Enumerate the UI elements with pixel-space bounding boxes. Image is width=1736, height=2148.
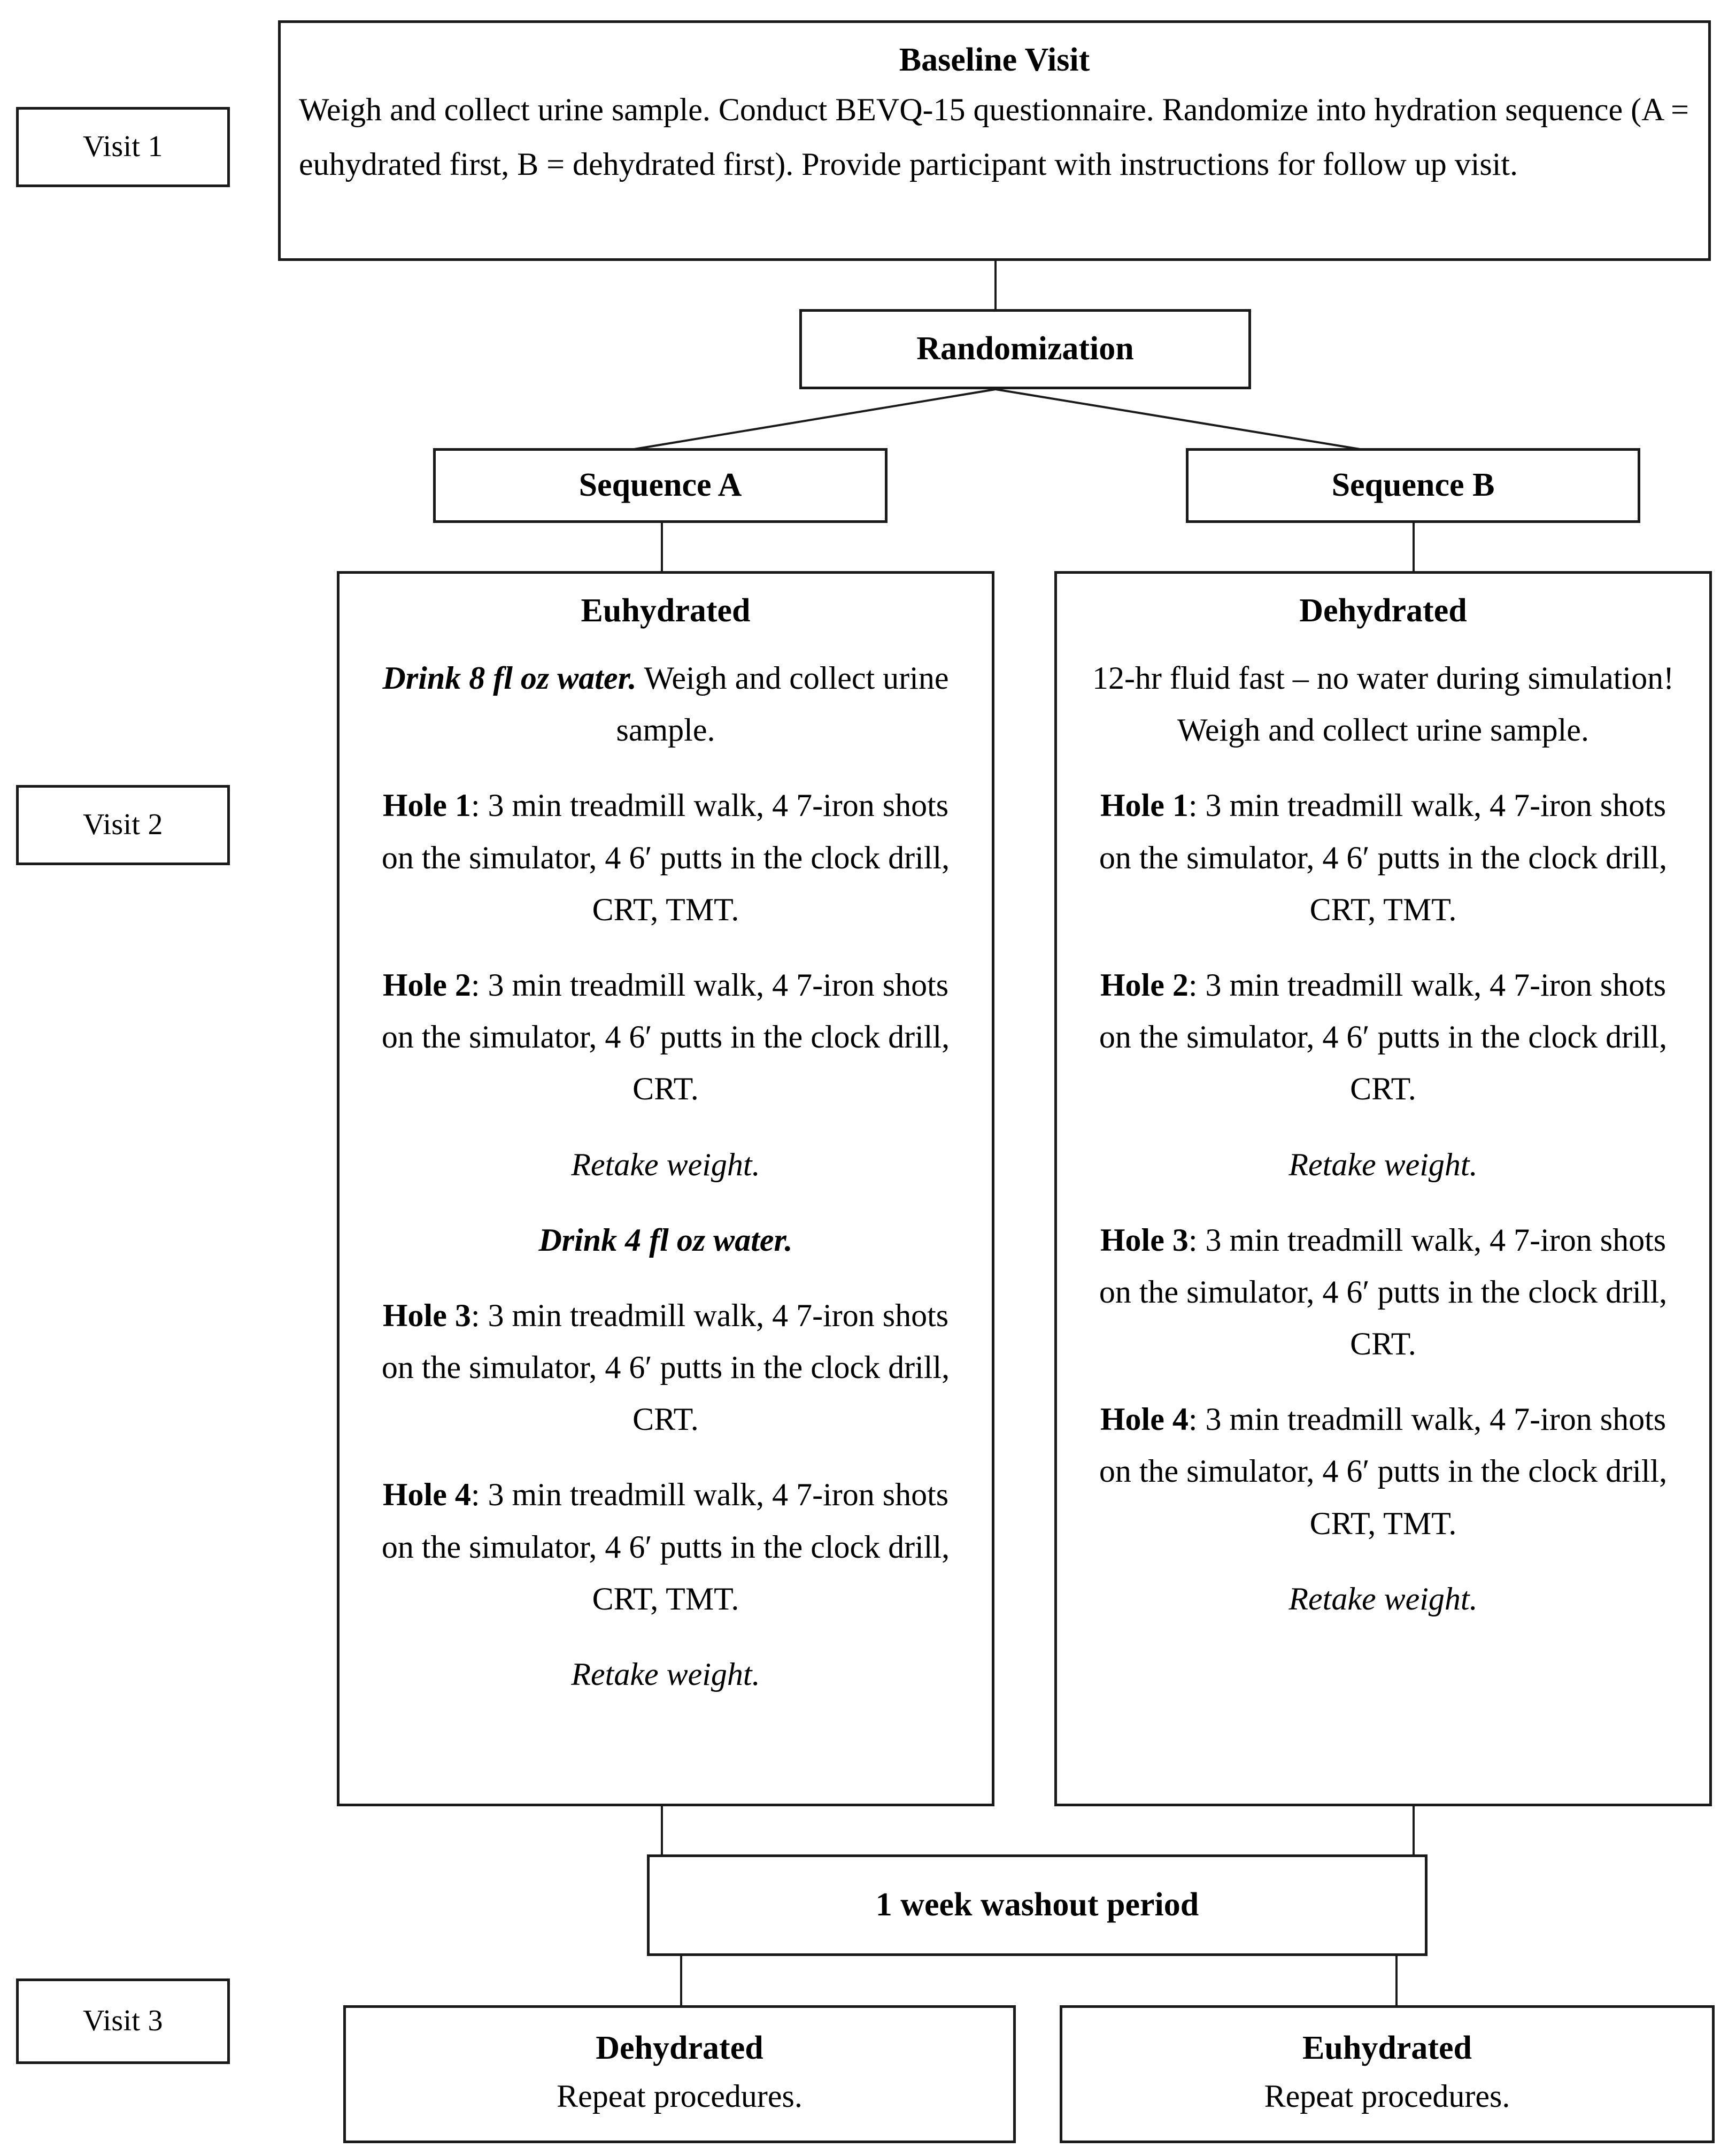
euhydrated-hole-3-label: Hole 3 [382,1297,471,1333]
euhydrated-drink-4oz: Drink 4 fl oz water. [538,1222,793,1258]
dehydrated-hole-4-label: Hole 4 [1100,1402,1189,1437]
dehydrated-hole-2: Hole 2: 3 min treadmill walk, 4 7-iron s… [1062,959,1704,1115]
euhydrated-hole-1-text: : 3 min treadmill walk, 4 7-iron shots o… [381,788,950,927]
dehydrated-hole-3: Hole 3: 3 min treadmill walk, 4 7-iron s… [1062,1214,1704,1371]
euhydrated-hole-2: Hole 2: 3 min treadmill walk, 4 7-iron s… [345,959,986,1115]
euhydrated-drink-8oz-rest: Weigh and collect urine sample. [616,660,949,748]
euhydrated-hole-4-text: : 3 min treadmill walk, 4 7-iron shots o… [381,1477,950,1616]
euhydrated-hole-4-label: Hole 4 [382,1477,471,1513]
sequence-a-label: Sequence A [578,467,742,504]
visit3-euhydrated-title: Euhydrated [1302,2029,1472,2066]
euhydrated-drink-8oz-emphasis: Drink 8 fl oz water. [382,660,637,696]
dehydrated-hole-4: Hole 4: 3 min treadmill walk, 4 7-iron s… [1062,1393,1704,1550]
washout-period-label: 1 week washout period [875,1887,1199,1923]
connector-sequence-a-to-euhydrated [661,523,663,571]
visit-2-label: Visit 2 [83,808,163,842]
sequence-b-box: Sequence B [1186,448,1640,523]
visit3-dehydrated-body: Repeat procedures. [557,2078,803,2114]
euhydrated-title: Euhydrated [581,592,751,629]
baseline-visit-title: Baseline Visit [899,42,1090,78]
visit-2-label-box: Visit 2 [16,785,230,865]
sequence-b-label: Sequence B [1331,467,1495,504]
connector-randomization-split [621,388,1374,452]
washout-period-box: 1 week washout period [647,1854,1428,1956]
euhydrated-hole-3-text: : 3 min treadmill walk, 4 7-iron shots o… [381,1297,950,1437]
baseline-visit-body: Weigh and collect urine sample. Conduct … [299,92,1689,182]
euhydrated-drink-8oz: Drink 8 fl oz water. Weigh and collect u… [345,652,986,756]
visit-3-label-box: Visit 3 [16,1978,230,2064]
randomization-label: Randomization [916,330,1134,367]
randomization-box: Randomization [799,309,1251,389]
euhydrated-retake-weight-2: Retake weight. [571,1657,760,1692]
dehydrated-protocol-box: Dehydrated 12-hr fluid fast – no water d… [1054,571,1712,1806]
euhydrated-retake-weight-1: Retake weight. [571,1146,760,1182]
dehydrated-intro: 12-hr fluid fast – no water during simul… [1092,660,1675,748]
euhydrated-hole-2-text: : 3 min treadmill walk, 4 7-iron shots o… [381,967,950,1107]
euhydrated-hole-2-label: Hole 2 [382,967,471,1003]
connector-euhydrated-to-washout [661,1806,663,1854]
dehydrated-hole-1: Hole 1: 3 min treadmill walk, 4 7-iron s… [1062,780,1704,936]
visit3-euhydrated-body: Repeat procedures. [1264,2078,1510,2114]
visit-1-label-box: Visit 1 [16,107,230,187]
euhydrated-hole-3: Hole 3: 3 min treadmill walk, 4 7-iron s… [345,1290,986,1446]
euhydrated-protocol-box: Euhydrated Drink 8 fl oz water. Weigh an… [337,571,994,1806]
visit-3-label: Visit 3 [83,2004,163,2038]
connector-dehydrated-to-washout [1413,1806,1415,1854]
connector-sequence-b-to-dehydrated [1413,523,1415,571]
dehydrated-hole-1-text: : 3 min treadmill walk, 4 7-iron shots o… [1099,788,1668,927]
euhydrated-hole-4: Hole 4: 3 min treadmill walk, 4 7-iron s… [345,1469,986,1625]
dehydrated-retake-weight-1: Retake weight. [1289,1146,1478,1182]
connector-washout-to-visit3-right [1395,1956,1398,2005]
connector-washout-to-visit3-left [680,1956,682,2005]
connector-baseline-to-randomization [994,261,997,309]
baseline-visit-box: Baseline Visit Weigh and collect urine s… [278,20,1711,261]
visit-1-label: Visit 1 [83,130,163,164]
visit3-dehydrated-box: Dehydrated Repeat procedures. [343,2005,1016,2143]
dehydrated-hole-3-label: Hole 3 [1100,1222,1189,1258]
visit3-euhydrated-box: Euhydrated Repeat procedures. [1060,2005,1715,2143]
visit3-dehydrated-title: Dehydrated [596,2029,763,2066]
dehydrated-retake-weight-2: Retake weight. [1289,1581,1478,1616]
dehydrated-title: Dehydrated [1299,592,1467,629]
dehydrated-hole-4-text: : 3 min treadmill walk, 4 7-iron shots o… [1099,1402,1668,1541]
dehydrated-hole-1-label: Hole 1 [1100,788,1189,823]
euhydrated-hole-1-label: Hole 1 [382,788,471,823]
dehydrated-hole-2-label: Hole 2 [1100,967,1189,1003]
dehydrated-hole-2-text: : 3 min treadmill walk, 4 7-iron shots o… [1099,967,1668,1107]
euhydrated-hole-1: Hole 1: 3 min treadmill walk, 4 7-iron s… [345,780,986,936]
sequence-a-box: Sequence A [433,448,888,523]
dehydrated-hole-3-text: : 3 min treadmill walk, 4 7-iron shots o… [1099,1222,1668,1362]
